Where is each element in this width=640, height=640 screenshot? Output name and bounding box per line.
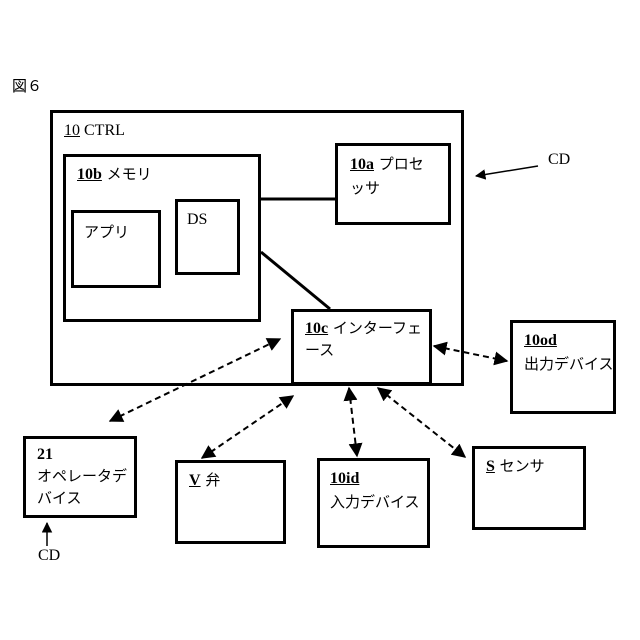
cd-arrow-right [476, 166, 538, 176]
link-interface-input-device [349, 388, 357, 456]
link-interface-sensor [378, 388, 465, 457]
link-interface-valve [202, 396, 293, 458]
link-interface-operator-device [110, 339, 280, 421]
memory-interface-bus [261, 252, 330, 309]
link-interface-output-device [434, 346, 507, 361]
